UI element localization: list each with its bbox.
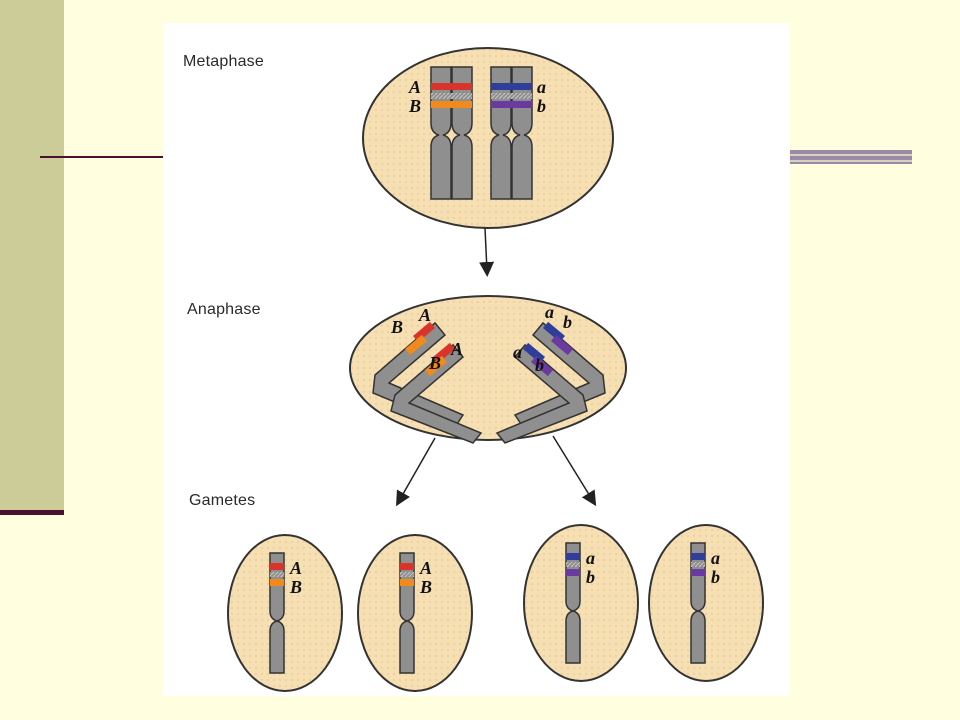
gamete-cell-3 [523,524,639,682]
gamete-cell-2 [357,534,473,692]
metaphase-label-A: A [408,77,421,97]
stage-label-gametes: Gametes [189,492,256,509]
metaphase-label-b: b [537,96,546,116]
gamete-3-label-a: a [586,548,595,568]
anaphase-label-a-1: a [545,302,554,322]
metaphase-label-a: a [537,77,546,97]
anaphase-chromatids-ab [495,321,606,444]
anaphase-label-a-2: a [513,342,522,362]
gamete-chromosome-2 [399,552,415,674]
anaphase-label-A-2: A [450,339,463,359]
meiosis-diagram: A B a b A B A B [163,23,790,696]
metaphase-chromosome-ab [490,66,533,200]
slide-sidebar [0,0,64,510]
anaphase-label-B-2: B [428,353,441,373]
gamete-chromosome-1 [269,552,285,674]
sidebar-accent-line [0,510,64,515]
gamete-2-label-B: B [419,577,432,597]
arrow-to-gametes-left [396,437,436,507]
gamete-1-label-A: A [289,558,302,578]
stage-label-anaphase: Anaphase [187,301,261,318]
metaphase-label-B: B [408,96,421,116]
arrow-to-gametes-right [552,435,597,507]
gamete-4-label-b: b [711,567,720,587]
title-rule-right [782,150,912,164]
gamete-2-label-A: A [419,558,432,578]
anaphase-label-A-1: A [418,305,431,325]
gamete-cell-4 [648,524,764,682]
gamete-3-label-b: b [586,567,595,587]
gamete-chromosome-3 [565,542,581,664]
anaphase-chromatids-AB [372,321,483,444]
gamete-chromosome-4 [690,542,706,664]
gamete-cell-1 [227,534,343,692]
gamete-1-label-B: B [289,577,302,597]
title-rule-left [40,156,170,158]
anaphase-label-B-1: B [390,317,403,337]
metaphase-cell [362,47,614,229]
stage-label-metaphase: Metaphase [183,53,264,70]
anaphase-label-b-2: b [535,355,544,375]
metaphase-chromosome-AB [430,66,473,200]
anaphase-label-b-1: b [563,312,572,332]
arrow-to-anaphase [479,227,495,277]
gamete-4-label-a: a [711,548,720,568]
